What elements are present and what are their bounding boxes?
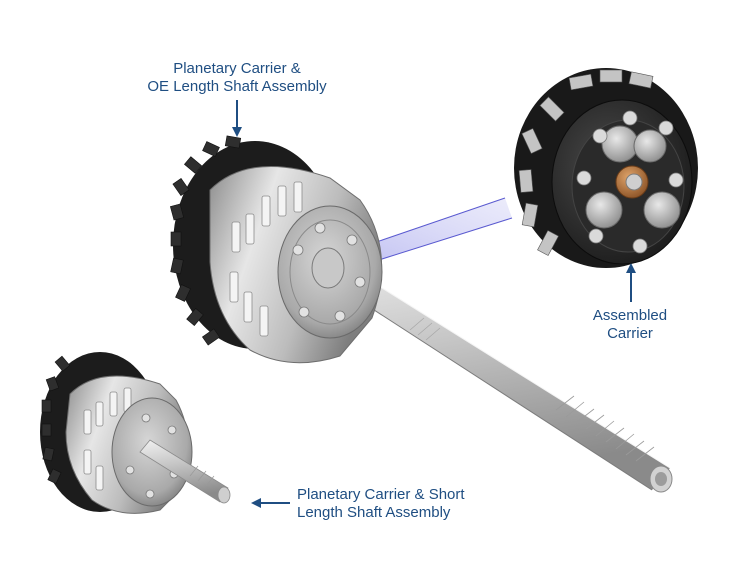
assembled-carrier	[514, 68, 698, 268]
callout-right-line1: Assembled	[592, 307, 668, 324]
callout-oe-length-shaft-assembly: Planetary Carrier & OE Length Shaft Asse…	[132, 60, 342, 96]
callout-top-line1: Planetary Carrier &	[173, 60, 301, 77]
oe-length-shaft-assembly	[169, 135, 673, 493]
main-carrier-drum	[209, 165, 383, 364]
pinion-gears	[585, 125, 681, 229]
short-shaft-assembly	[40, 352, 231, 514]
callout-right-line2: Carrier	[607, 325, 653, 342]
callout-assembled-carrier: Assembled Carrier	[578, 307, 682, 343]
callout-short-length-shaft-assembly: Planetary Carrier & Short Length Shaft A…	[297, 486, 497, 522]
callout-top-line2: OE Length Shaft Assembly	[147, 78, 327, 95]
callout-bottom-line1: Planetary Carrier & Short	[297, 486, 465, 503]
callout-bottom-line2: Length Shaft Assembly	[297, 504, 451, 521]
callout-arrows	[232, 100, 636, 508]
